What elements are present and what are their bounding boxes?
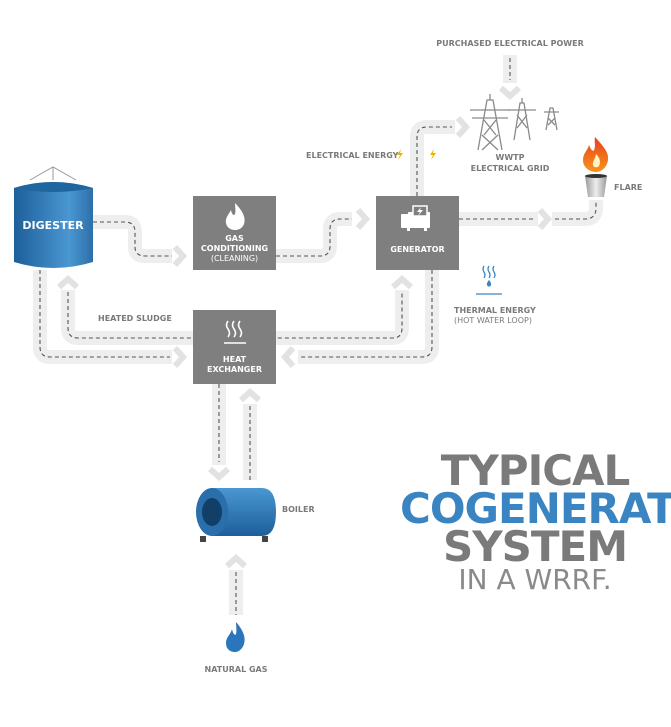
generator-icon — [401, 205, 430, 231]
flare-label: FLARE — [614, 183, 642, 192]
boiler-label: BOILER — [282, 505, 315, 514]
transmission-towers-icon — [470, 94, 559, 151]
svg-text:(CLEANING): (CLEANING) — [211, 254, 258, 263]
boiler-icon[interactable] — [196, 488, 276, 542]
grid-label-1: WWTP — [496, 153, 525, 162]
title-line-4: IN A WRRF. — [458, 563, 612, 596]
svg-text:CONDITIONING: CONDITIONING — [201, 244, 268, 253]
heated-sludge-label: HEATED SLUDGE — [98, 314, 172, 323]
digester-tank[interactable]: DIGESTER — [14, 166, 93, 268]
digester-label: DIGESTER — [22, 219, 84, 232]
lightning-icon — [430, 149, 436, 160]
flare-icon — [583, 137, 609, 197]
svg-text:GENERATOR: GENERATOR — [390, 245, 444, 254]
gas-conditioning-box[interactable]: GAS CONDITIONING (CLEANING) — [193, 196, 276, 270]
heat-exchanger-box[interactable]: HEAT EXCHANGER — [193, 310, 276, 384]
flame-icon — [225, 203, 245, 230]
generator-box[interactable]: GENERATOR — [376, 196, 459, 270]
svg-text:HEAT: HEAT — [223, 355, 247, 364]
pipes — [33, 55, 603, 615]
heat-icon — [224, 320, 246, 344]
title-line-3: SYSTEM — [442, 522, 628, 571]
purchased-power-label: PURCHASED ELECTRICAL POWER — [436, 39, 583, 48]
svg-text:EXCHANGER: EXCHANGER — [207, 365, 262, 374]
natural-gas-flame-icon — [226, 622, 245, 652]
electrical-energy-label: ELECTRICAL ENERGY — [306, 151, 399, 160]
grid-label-2: ELECTRICAL GRID — [471, 164, 550, 173]
title-line-1: TYPICAL — [440, 446, 631, 495]
thermal-energy-label: THERMAL ENERGY — [454, 306, 536, 315]
title-line-2: COGENERATION — [400, 484, 671, 533]
thermal-energy-sublabel: (HOT WATER LOOP) — [454, 316, 532, 325]
lightning-icon — [397, 149, 403, 160]
svg-text:GAS: GAS — [225, 234, 244, 243]
natural-gas-label: NATURAL GAS — [205, 665, 268, 674]
thermal-energy-icon — [476, 265, 502, 295]
